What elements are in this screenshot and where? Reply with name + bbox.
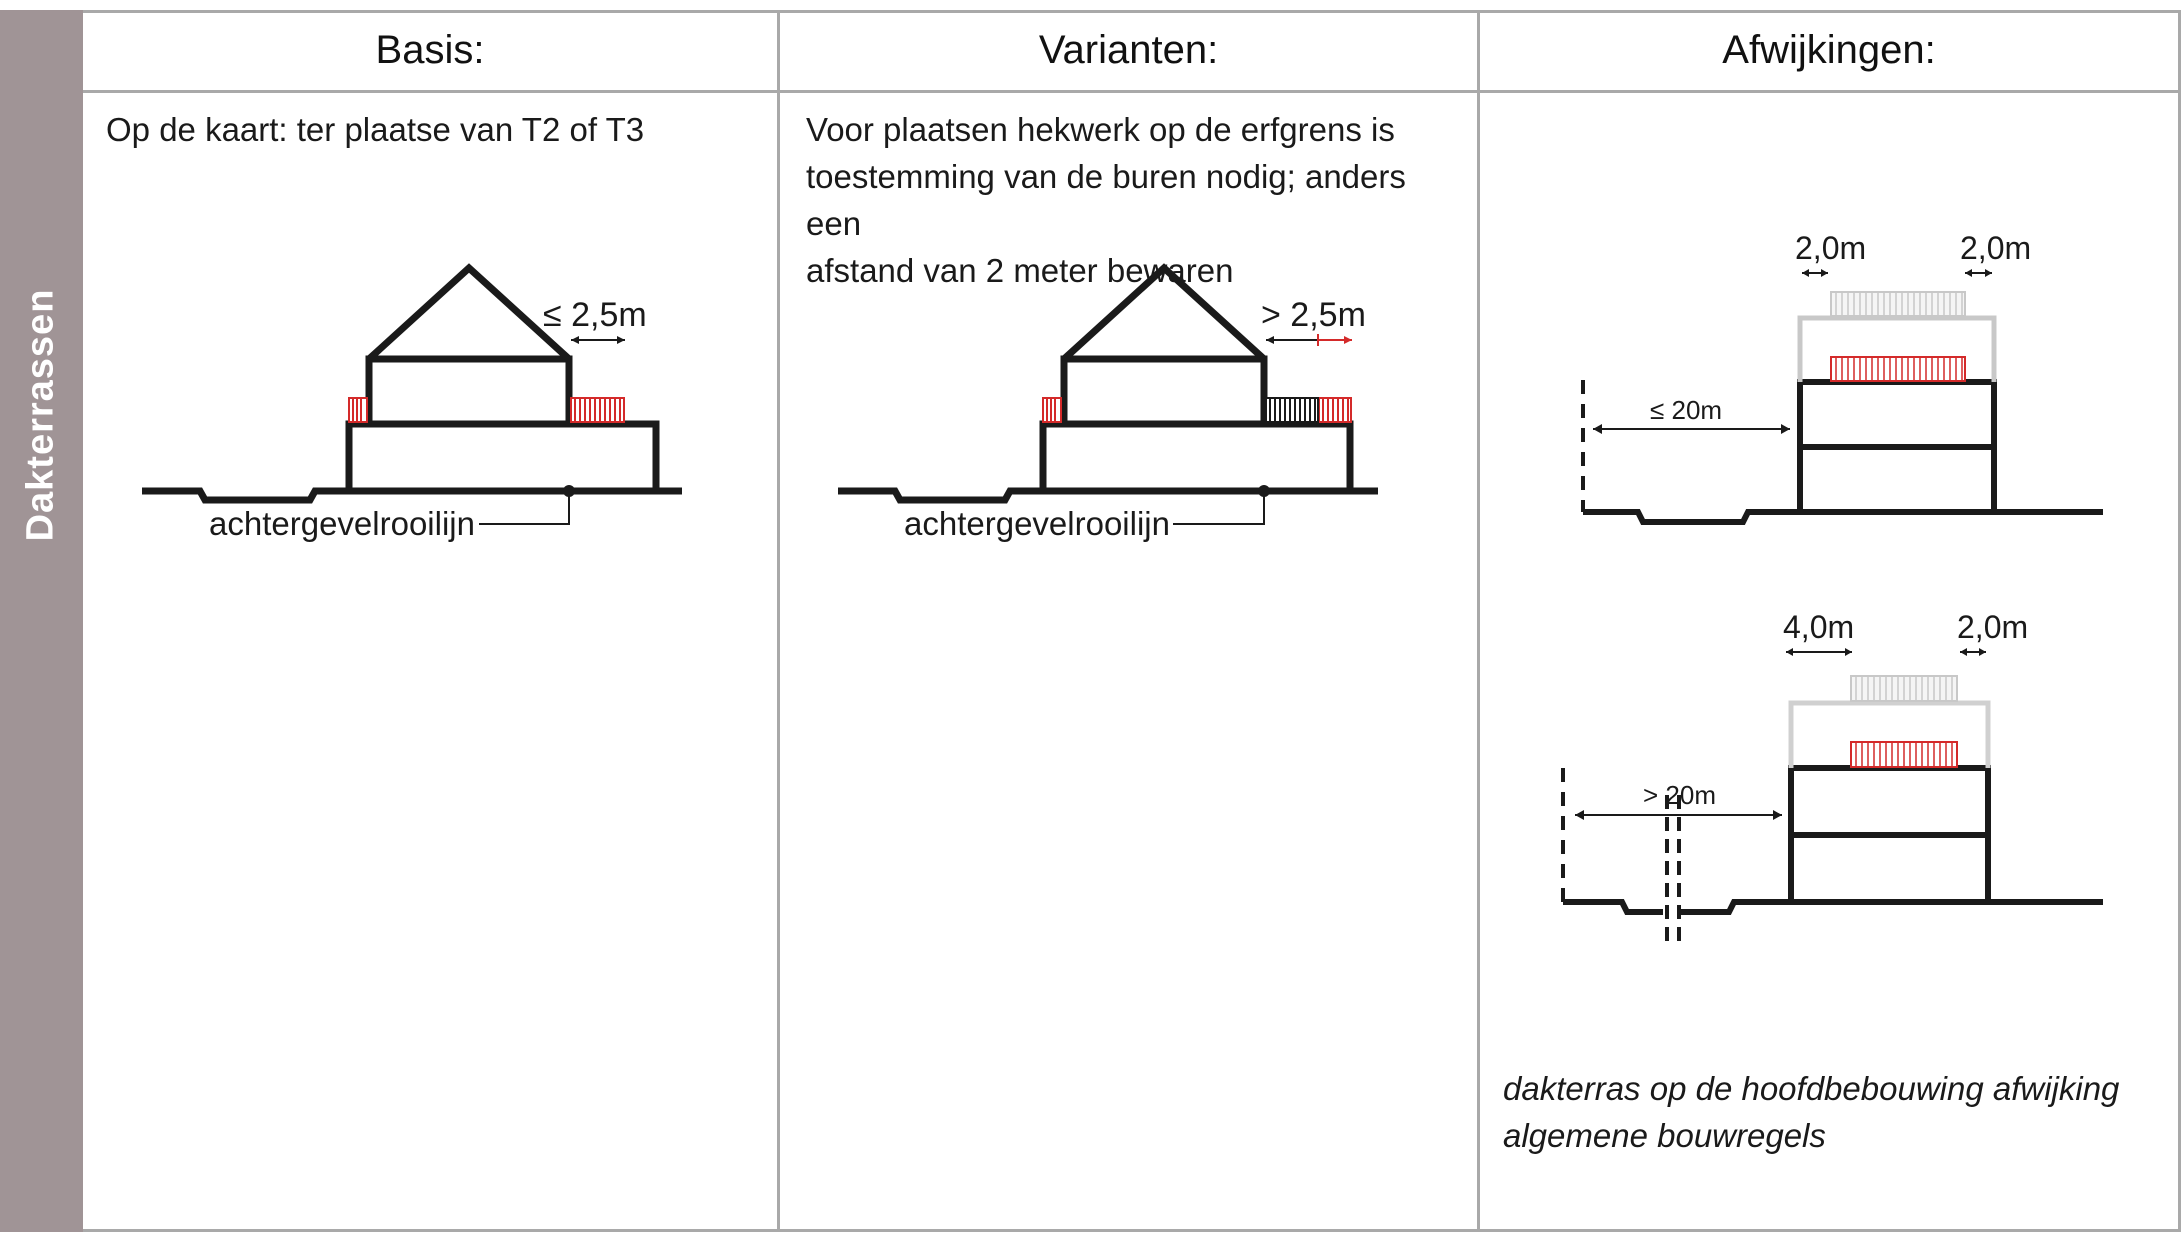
- header-basis: Basis:: [375, 27, 485, 72]
- ground-line: [838, 487, 1043, 504]
- basis-label: achtergevelrooilijn: [209, 505, 475, 542]
- varianten-text: Voor plaatsen hekwerk op de erfgrens is …: [806, 106, 1446, 294]
- upper-floor: [365, 355, 573, 428]
- caption-line: algemene bouwregels: [1503, 1117, 1826, 1154]
- break-marker: [1665, 795, 1681, 945]
- variant-dimension: > 2,5m: [1261, 296, 1366, 334]
- header-afwijkingen: Afwijkingen:: [1722, 27, 1936, 72]
- header-varianten: Varianten:: [1038, 27, 1219, 72]
- table-grid: Basis: Varianten: Afwijkingen: Op de kaa…: [83, 10, 2181, 1232]
- top-distance: ≤ 20m: [1650, 395, 1722, 425]
- roof: [1061, 263, 1267, 362]
- top-left-dimension: 2,0m: [1795, 230, 1866, 266]
- bottom-right-dimension: 2,0m: [1957, 609, 2028, 645]
- grid-line-header: [83, 90, 2181, 93]
- basis-text: Op de kaart: ter plaatse van T2 of T3: [106, 111, 645, 148]
- sidebar: Dakterrassen: [0, 10, 83, 1232]
- variant-label: achtergevelrooilijn: [904, 505, 1170, 542]
- bottom-distance: > 20m: [1643, 780, 1716, 810]
- grid-line-col3: [2178, 10, 2181, 1232]
- afwijkingen-caption: dakterras op de hoofdbebouwing afwijking…: [1503, 1065, 2163, 1159]
- railing-outline-grey: [1797, 315, 1997, 382]
- basis-dimension: ≤ 2,5m: [543, 296, 647, 334]
- upper-floor: [1060, 355, 1268, 428]
- grid-line-col1: [777, 10, 780, 1232]
- caption-line: dakterras op de hoofdbebouwing afwijking: [1503, 1070, 2120, 1107]
- grid-line-bottom: [83, 1229, 2181, 1232]
- grid-line-col2: [1477, 10, 1480, 1232]
- railing-outline-grey: [1788, 700, 1991, 768]
- grid-line-top: [83, 10, 2181, 13]
- roof: [366, 263, 572, 362]
- bottom-left-dimension: 4,0m: [1783, 609, 1854, 645]
- top-right-dimension: 2,0m: [1960, 230, 2031, 266]
- varianten-text-line: toestemming van de buren nodig; anders e…: [806, 158, 1406, 242]
- varianten-text-line: Voor plaatsen hekwerk op de erfgrens is: [806, 111, 1395, 148]
- ground-line: [142, 487, 347, 504]
